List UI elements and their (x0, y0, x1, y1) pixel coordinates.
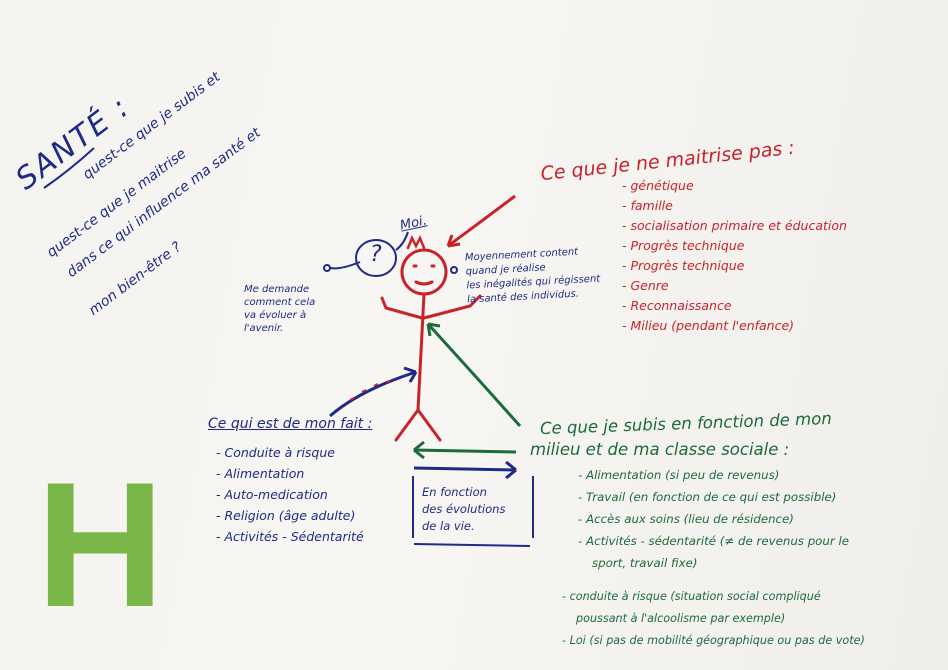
left-note-line: va évoluer à (244, 310, 307, 321)
stick-figure (380, 234, 482, 442)
subis-item: - Activités - sédentarité (≠ de revenus … (578, 534, 850, 548)
mon-fait-list: - Conduite à risque - Alimentation - Aut… (216, 442, 364, 547)
thought-bubble (355, 239, 397, 277)
pas-maitrise-item: - Progrès technique (622, 238, 745, 253)
mon-fait-item: - Auto-medication (216, 487, 328, 502)
mon-fait-title: Ce qui est de mon fait : (208, 416, 373, 432)
evolutions-text: En fonction des évolutions de la vie. (422, 484, 505, 535)
subis-list: - Alimentation (si peu de revenus) - Tra… (578, 464, 849, 574)
arrow-blue-to-figure (329, 370, 417, 418)
pas-maitrise-item: - famille (622, 198, 673, 213)
subis-item: - Alimentation (si peu de revenus) (578, 468, 780, 482)
subis-item: - Travail (en fonction de ce qui est pos… (578, 490, 837, 504)
arrow-green-left (413, 448, 517, 454)
evolutions-line: En fonction (422, 485, 487, 499)
subis-item: - conduite à risque (situation social co… (562, 590, 821, 603)
middle-note: Moyennement content quand je réalise les… (465, 245, 602, 308)
subis-list-tail: - conduite à risque (situation social co… (562, 586, 865, 652)
subis-item: poussant à l'alcoolisme par exemple) (576, 612, 786, 625)
evolutions-line: des évolutions (422, 502, 506, 516)
question-mark: ? (370, 242, 382, 267)
mon-fait-item: - Alimentation (216, 466, 305, 481)
h-logo: H (36, 445, 165, 644)
subis-title-2: milieu et de ma classe sociale : (530, 440, 790, 459)
arrow-green-to-figure (426, 322, 522, 427)
title-underline (43, 147, 95, 189)
evolutions-line: de la vie. (422, 519, 475, 533)
left-note-line: Me demande (244, 284, 310, 295)
subis-item: - Loi (si pas de mobilité géographique o… (562, 634, 865, 647)
evolutions-box (412, 476, 534, 538)
evolutions-underline (413, 543, 531, 547)
mon-fait-item: - Religion (âge adulte) (216, 508, 356, 523)
pas-maitrise-item: - Progrès technique (622, 258, 745, 273)
pas-maitrise-item: - socialisation primaire et éducation (622, 218, 847, 233)
pas-maitrise-list: - génétique - famille - socialisation pr… (622, 176, 847, 336)
pas-maitrise-item: - génétique (622, 178, 694, 193)
pas-maitrise-item: - Reconnaissance (622, 298, 732, 313)
subis-item: sport, travail fixe) (592, 556, 698, 570)
subis-item: - Accès aux soins (lieu de résidence) (578, 512, 794, 526)
arrow-blue-right (413, 466, 517, 472)
left-note-line: comment cela (244, 297, 316, 308)
pas-maitrise-item: - Milieu (pendant l'enfance) (622, 318, 795, 333)
mon-fait-item: - Activités - Sédentarité (216, 529, 364, 544)
left-note-line: l'avenir. (244, 323, 284, 334)
left-note: Me demande comment cela va évoluer à l'a… (244, 283, 315, 335)
pas-maitrise-item: - Genre (622, 278, 669, 293)
arrow-red-to-figure (447, 194, 516, 248)
mon-fait-item: - Conduite à risque (216, 445, 335, 460)
